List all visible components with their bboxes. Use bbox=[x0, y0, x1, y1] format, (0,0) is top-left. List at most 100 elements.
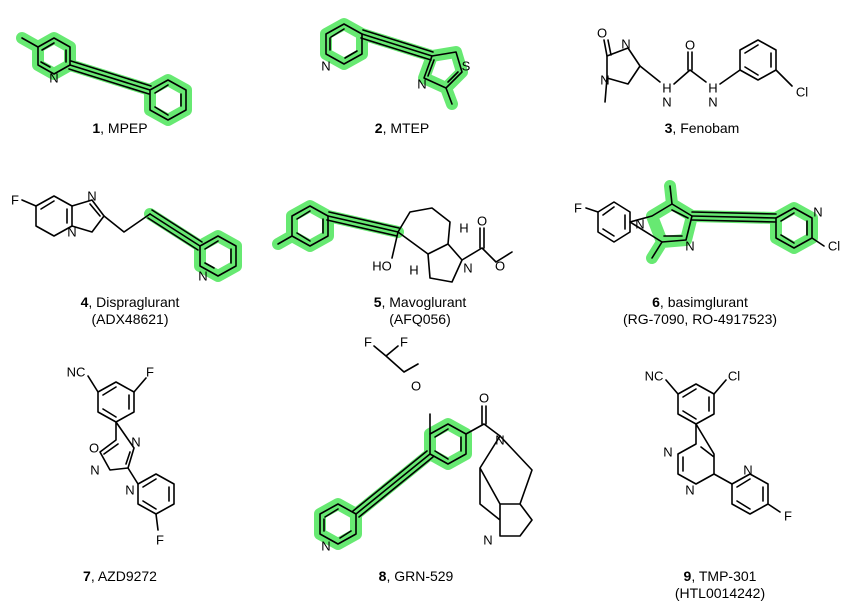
compound-alias-9: (HTL0014242) bbox=[674, 585, 766, 601]
nitrile-azd9272 bbox=[87, 375, 99, 393]
atom-n-fenobam-1: N bbox=[621, 37, 630, 52]
alkyne-basimglurant bbox=[691, 211, 777, 223]
structure-grn529: F F O N O N N bbox=[314, 335, 533, 554]
link-azd9272 bbox=[127, 467, 139, 485]
atom-nh-fenobam-1: H bbox=[662, 81, 671, 96]
atom-h-mavoglurant-1: H bbox=[459, 221, 468, 236]
caption-compound-6: 6, basimglurant (RG-7090, RO-4917523) bbox=[580, 294, 820, 328]
atom-nc-tmp301: NC bbox=[645, 369, 664, 384]
compound-number-7: 7 bbox=[83, 568, 91, 584]
compound-number-1: 1 bbox=[92, 120, 101, 136]
atom-n-dispraglurant-1: N bbox=[87, 189, 96, 204]
ring-fluoropyridine-azd9272 bbox=[137, 473, 175, 531]
methyls-basimglurant bbox=[651, 185, 673, 259]
atom-n-basimglurant-1: N bbox=[635, 217, 644, 232]
ring-phenyl-mpep bbox=[149, 79, 187, 121]
alkyne-grn529 bbox=[352, 450, 434, 518]
caption-compound-7: 7, AZD9272 bbox=[0, 568, 240, 585]
compound-name-7: , AZD9272 bbox=[90, 568, 157, 584]
atom-o-azd9272: O bbox=[89, 441, 99, 456]
atom-h-mavoglurant-2: H bbox=[409, 263, 418, 278]
atom-n-grn529-amide: N bbox=[495, 433, 504, 448]
atom-n-dispraglurant-3: N bbox=[198, 269, 207, 284]
structure-mavoglurant: HO H H N O O bbox=[272, 200, 513, 283]
chloro-tmp301 bbox=[713, 379, 727, 395]
ring-imidazole-dispraglurant bbox=[71, 199, 105, 233]
compound-name-9: , TMP-301 bbox=[691, 568, 757, 584]
highlight-basimglurant bbox=[646, 180, 818, 264]
atom-f-tmp301: F bbox=[784, 509, 792, 524]
fluoro-azd9272 bbox=[133, 377, 147, 393]
atom-f-azd9272-2: F bbox=[156, 533, 164, 548]
ring-phenyl-azd9272 bbox=[97, 381, 135, 423]
atom-n-tmp301-2: N bbox=[685, 483, 694, 498]
atom-cl-basimglurant: Cl bbox=[828, 239, 840, 254]
atom-nc-azd9272: NC bbox=[67, 365, 86, 380]
atom-n-azd9272-2: N bbox=[90, 463, 99, 478]
structure-dispraglurant: F N N N bbox=[11, 189, 242, 284]
hydroxyl-mavoglurant bbox=[391, 231, 399, 259]
atom-o-mavoglurant-1: O bbox=[477, 214, 487, 229]
ring-phenyl-tmp301 bbox=[677, 383, 715, 425]
atom-n-azd9272-3: N bbox=[125, 483, 134, 498]
atom-f-azd9272-1: F bbox=[146, 365, 154, 380]
structure-azd9272: NC F O N N N F bbox=[67, 365, 175, 548]
alkyne-mtep bbox=[360, 29, 434, 61]
compound-name-1: , MPEP bbox=[100, 120, 148, 136]
highlight-mpep bbox=[16, 32, 192, 126]
atom-cl-tmp301: Cl bbox=[728, 369, 740, 384]
atom-n-mtep-pyr: N bbox=[321, 59, 330, 74]
atom-n-tmp301-1: N bbox=[663, 445, 672, 460]
compound-name-3: , Fenobam bbox=[672, 120, 740, 136]
carbamate-mavoglurant bbox=[461, 227, 513, 263]
compound-number-5: 5 bbox=[373, 294, 382, 310]
nitrile-tmp301 bbox=[665, 379, 679, 395]
compound-number-9: 9 bbox=[683, 568, 692, 584]
ring-pyridine-mtep bbox=[325, 23, 363, 65]
ring-chlorophenyl-fenobam bbox=[739, 39, 793, 87]
structure-basimglurant: F N N N Cl bbox=[574, 180, 840, 264]
atom-f-grn529-1: F bbox=[364, 335, 372, 350]
caption-compound-5: 5, Mavoglurant (AFQ056) bbox=[300, 294, 540, 328]
atom-n-fenobam-2: N bbox=[600, 73, 609, 88]
atom-s-mtep: S bbox=[462, 59, 471, 74]
methyl-mtep bbox=[445, 87, 453, 105]
compound-name-6: , basimglurant bbox=[659, 294, 748, 310]
alkyne-dispraglurant bbox=[147, 209, 203, 251]
ring-thiazole-mtep bbox=[423, 51, 463, 89]
atom-f-grn529-2: F bbox=[400, 335, 408, 350]
ring-pyridine-grn529 bbox=[319, 503, 357, 545]
atom-o-mavoglurant-2: O bbox=[495, 259, 505, 274]
atom-f-basimglurant: F bbox=[574, 201, 582, 216]
highlight-mtep bbox=[320, 18, 468, 110]
ring-chloropyridine-basimglurant bbox=[775, 207, 825, 249]
structure-fenobam: O N N H N O H N Cl bbox=[597, 26, 808, 110]
ring-tolyl-mavoglurant bbox=[291, 205, 329, 247]
structure-tmp301: NC Cl N N N F bbox=[645, 369, 792, 524]
ring-pyrrolopyridine-grn529 bbox=[479, 435, 533, 537]
structure-mtep: N N S bbox=[320, 18, 471, 110]
compound-number-2: 2 bbox=[374, 120, 383, 136]
atom-n-tmp301-3: N bbox=[743, 463, 752, 478]
compound-number-8: 8 bbox=[378, 568, 387, 584]
urea-chain-fenobam bbox=[639, 65, 741, 85]
ring-cyclohexane-mavoglurant bbox=[397, 207, 451, 255]
chain-dispraglurant bbox=[103, 213, 151, 233]
atom-f-dispraglurant: F bbox=[11, 193, 19, 208]
amide-grn529 bbox=[465, 405, 501, 437]
compound-alias-6: (RG-7090, RO-4917523) bbox=[622, 311, 778, 327]
ring-fluorophenyl-basimglurant bbox=[597, 201, 631, 243]
compound-name-8: , GRN-529 bbox=[386, 568, 454, 584]
atom-o-grn529-ether: O bbox=[411, 379, 421, 394]
compound-alias-4: (ADX48621) bbox=[91, 311, 169, 327]
link-tmp301 bbox=[713, 473, 733, 485]
ring-pyridine-b-dispraglurant bbox=[199, 235, 237, 277]
ring-imidazolinone-fenobam bbox=[606, 47, 641, 85]
highlight-mavoglurant bbox=[272, 200, 404, 252]
atom-cl-fenobam: Cl bbox=[796, 85, 808, 100]
carbonyl-ring-fenobam bbox=[603, 39, 612, 57]
ring-pyrimidine-tmp301 bbox=[677, 423, 715, 485]
compound-alias-5: (AFQ056) bbox=[389, 311, 451, 327]
atom-n-basimglurant-2: N bbox=[685, 239, 694, 254]
